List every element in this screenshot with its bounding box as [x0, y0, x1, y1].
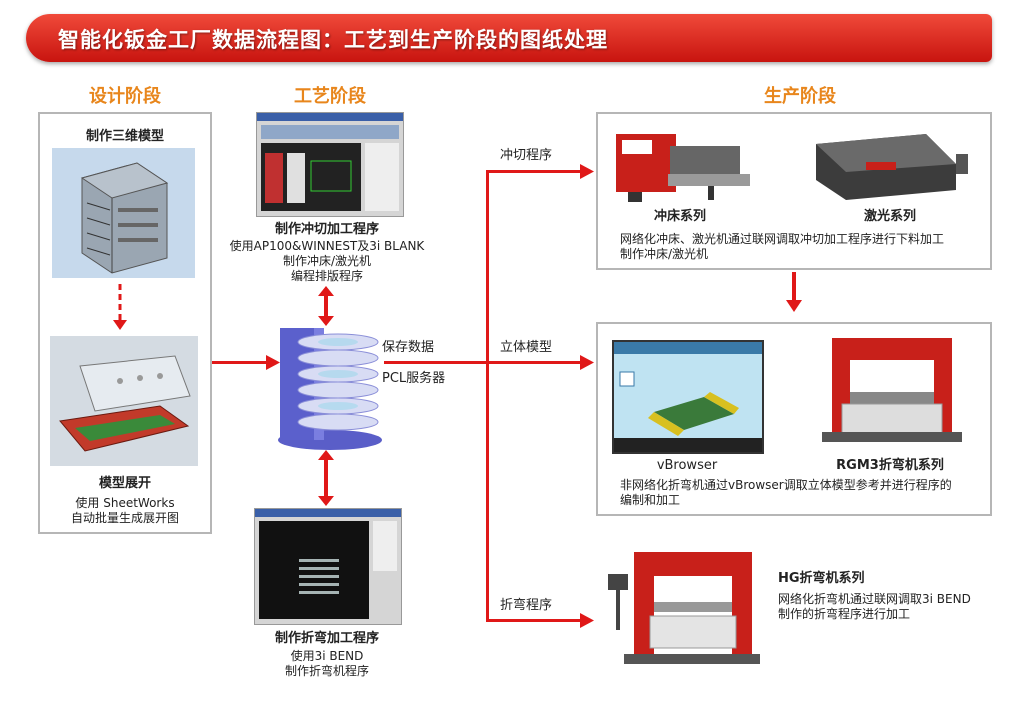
hg-machine-image	[608, 552, 760, 664]
model3d-title: 制作三维模型	[85, 129, 164, 144]
cut-program-title: 制作冲切加工程序	[274, 222, 379, 237]
server-label-1: 保存数据	[382, 340, 435, 355]
bend-program-title: 制作折弯加工程序	[274, 631, 379, 646]
punch-machine-image	[616, 134, 750, 202]
vbrowser-screenshot	[612, 340, 764, 454]
arrow-head-cut	[580, 164, 594, 179]
pcl-server-icon	[278, 328, 382, 450]
stage-production: 生产阶段	[764, 86, 836, 107]
dashed-arrow-down	[113, 284, 127, 330]
unfold-desc-2: 自动批量生成展开图	[70, 511, 179, 525]
line-to-model	[488, 361, 582, 364]
vbrowser-label: vBrowser	[656, 458, 718, 473]
rgm3-label: RGM3折弯机系列	[836, 458, 944, 473]
arrow-head-right	[266, 355, 280, 370]
line-to-bend	[486, 619, 582, 622]
flow-label-cut: 冲切程序	[500, 148, 553, 163]
double-arrow-bottom	[318, 450, 334, 506]
flow-label-model: 立体模型	[500, 340, 553, 355]
cut-program-desc-1: 使用AP100&WINNEST及3i BLANK	[229, 239, 425, 253]
title-banner: 智能化钣金工厂数据流程图：工艺到生产阶段的图纸处理	[26, 14, 992, 62]
flow-label-bend: 折弯程序	[500, 598, 553, 613]
double-arrow-top	[318, 286, 334, 326]
stage-process: 工艺阶段	[294, 86, 366, 107]
bend-program-screenshot	[254, 508, 402, 625]
unfold-title: 模型展开	[98, 476, 151, 491]
laser-label: 激光系列	[863, 209, 916, 224]
stage-design: 设计阶段	[89, 86, 161, 107]
bend-program-desc-2: 制作折弯机程序	[284, 664, 369, 678]
cut-program-desc-3: 编程排版程序	[290, 269, 363, 283]
bend-program-desc-1: 使用3i BEND	[290, 649, 364, 663]
server-label-2: PCL服务器	[382, 371, 446, 386]
rgm3-machine-image	[822, 338, 962, 442]
unfold-model-image	[50, 336, 198, 466]
rgm3-desc-2: 编制和加工	[620, 493, 681, 507]
cut-program-desc-2: 制作冲床/激光机	[282, 254, 372, 268]
arrow-head-model	[580, 355, 594, 370]
rgm3-desc-1: 非网络化折弯机通过vBrowser调取立体模型参考并进行程序的	[620, 478, 952, 492]
cut-program-screenshot	[256, 112, 404, 217]
punch-label: 冲床系列	[653, 209, 706, 224]
laser-machine-image	[816, 134, 968, 200]
page-title: 智能化钣金工厂数据流程图：工艺到生产阶段的图纸处理	[58, 28, 608, 52]
3d-model-image	[52, 148, 195, 278]
arrow-design-to-server	[212, 361, 268, 364]
arrow-head-bend	[580, 613, 594, 628]
hg-desc-2: 制作的折弯程序进行加工	[778, 607, 911, 621]
network-desc-1: 网络化冲床、激光机通过联网调取冲切加工程序进行下料加工	[620, 232, 945, 246]
line-to-cut	[486, 170, 582, 173]
line-server-out	[384, 361, 488, 364]
hg-desc-1: 网络化折弯机通过联网调取3i BEND	[778, 592, 971, 606]
network-desc-2: 制作冲床/激光机	[620, 247, 709, 261]
hg-label: HG折弯机系列	[778, 571, 865, 586]
unfold-desc-1: 使用 SheetWorks	[75, 496, 175, 510]
line-vertical-trunk	[486, 170, 489, 622]
arrow-down-production	[786, 272, 802, 312]
